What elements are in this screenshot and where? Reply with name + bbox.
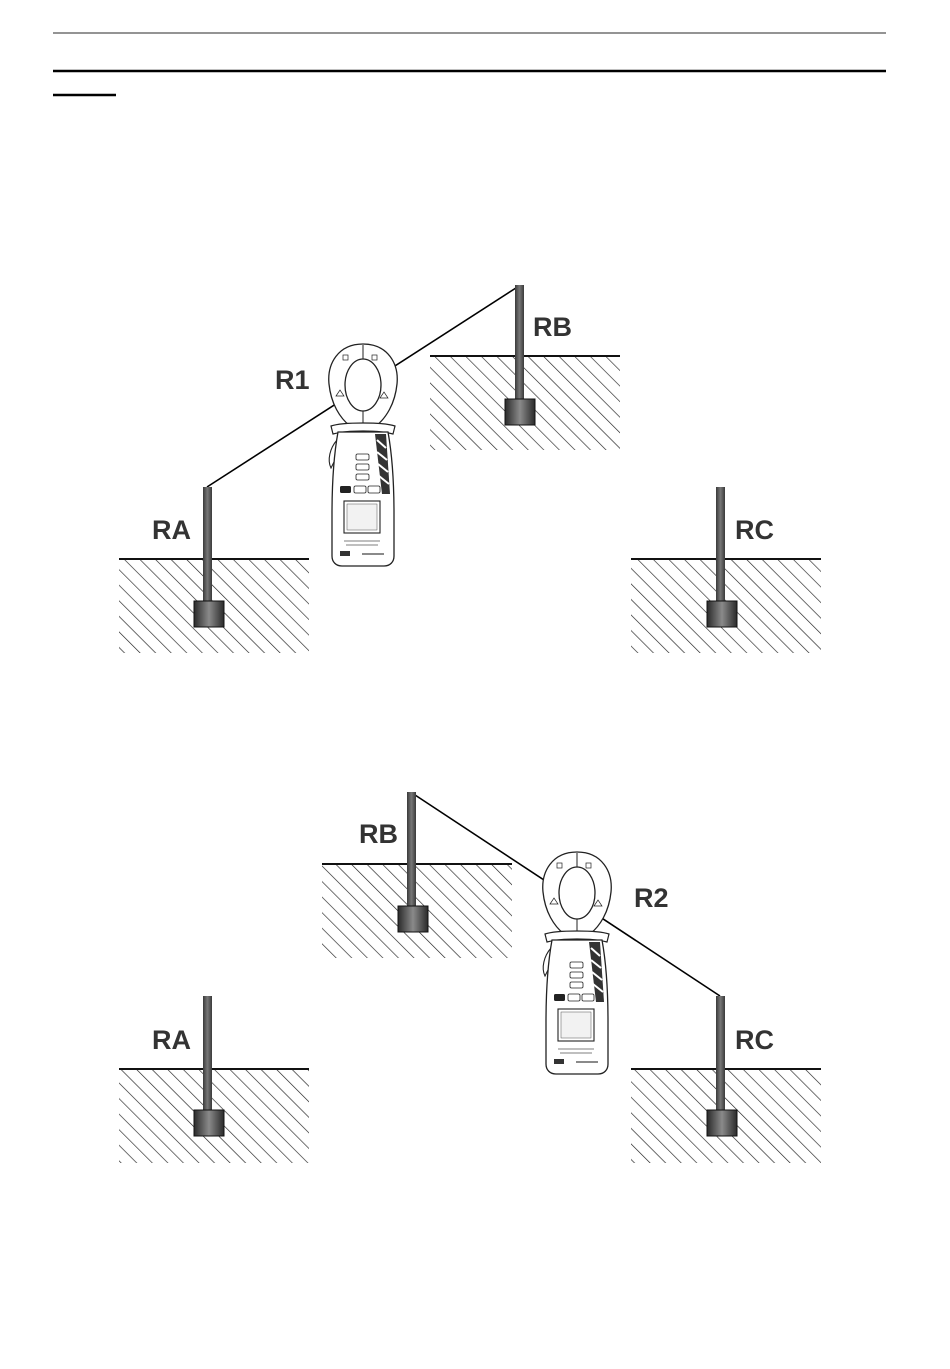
diagram-2: RB R2 RA RC bbox=[119, 792, 821, 1163]
label-rc: RC bbox=[735, 515, 774, 545]
earth-rod-rc-2 bbox=[707, 996, 737, 1136]
earth-rod-rc-1 bbox=[707, 487, 737, 627]
label-rc: RC bbox=[735, 1025, 774, 1055]
earth-rod-rb-2 bbox=[398, 792, 428, 932]
clamp-meter-icon bbox=[543, 852, 611, 1074]
label-rb: RB bbox=[359, 819, 398, 849]
earth-rod-ra-2 bbox=[194, 996, 224, 1136]
label-ra: RA bbox=[152, 1025, 191, 1055]
label-ra: RA bbox=[152, 515, 191, 545]
label-r1: R1 bbox=[275, 365, 310, 395]
clamp-meter-icon bbox=[329, 344, 397, 566]
diagram-1: RB R1 RA RC bbox=[119, 285, 821, 653]
label-rb: RB bbox=[533, 312, 572, 342]
earth-rod-ra-1 bbox=[194, 487, 224, 627]
label-r2: R2 bbox=[634, 883, 669, 913]
